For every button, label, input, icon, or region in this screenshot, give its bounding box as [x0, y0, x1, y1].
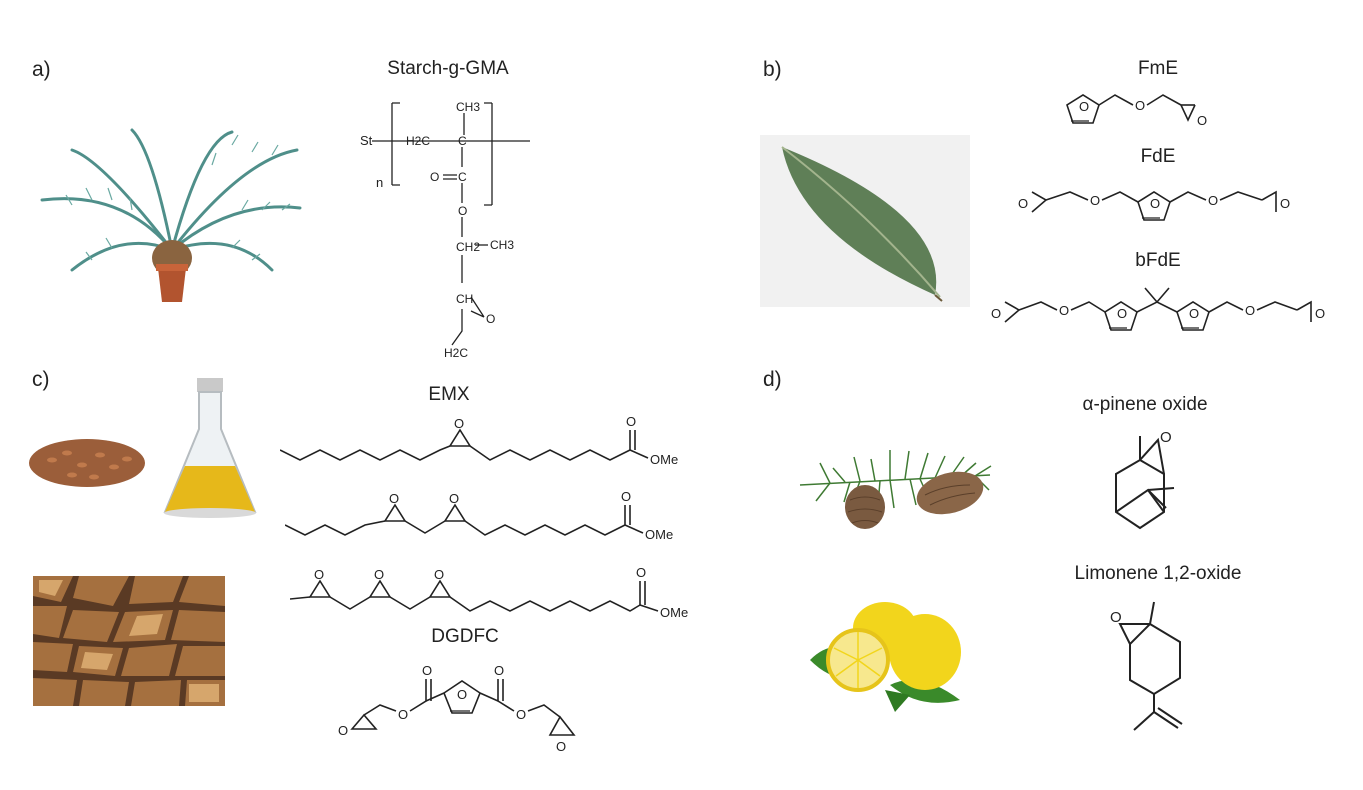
- atom-o-emx3-b: O: [374, 567, 384, 582]
- atom-ome-emx2: OMe: [645, 527, 673, 542]
- atom-o-emx3-a: O: [314, 567, 324, 582]
- title-starch-g-gma: Starch-g-GMA: [387, 58, 509, 79]
- atom-o-dgdfc-ester2: O: [516, 707, 526, 722]
- atom-o-dgdfc-ester1: O: [398, 707, 408, 722]
- atom-o-emx2-carbonyl: O: [621, 489, 631, 504]
- atom-ome-emx3: OMe: [660, 605, 688, 620]
- atom-o-pinene: O: [1160, 430, 1172, 446]
- atom-o-bfde-epox1: O: [991, 306, 1001, 321]
- atom-o-emx1: O: [454, 416, 464, 431]
- title-fde: FdE: [1140, 146, 1176, 167]
- oil-flask-image: [163, 378, 257, 518]
- title-fme: FmE: [1137, 58, 1179, 79]
- dgdfc-structure: O O O O O O O: [338, 663, 576, 754]
- atom-o-dgdfc-carbonyl2: O: [494, 663, 504, 678]
- panel-label-c: c): [32, 368, 50, 391]
- starch-g-gma-structure: St n CH3 H2C C O C O CH2 CH3 CH O H2C: [360, 100, 530, 360]
- atom-o-bfde-ring2: O: [1189, 306, 1199, 321]
- lemon-image: [810, 602, 961, 712]
- title-dgdfc: DGDFC: [431, 626, 499, 647]
- atom-o-bfde-ether2: O: [1245, 303, 1255, 318]
- atom-o-limonene: O: [1110, 609, 1122, 626]
- sago-palm-image: [40, 128, 302, 302]
- panel-label-b: b): [763, 58, 782, 81]
- atom-o-fde-ring: O: [1150, 196, 1160, 211]
- atom-o-emx1-carbonyl: O: [626, 414, 636, 429]
- atom-n: n: [376, 175, 383, 190]
- title-alpha-pinene-oxide: α-pinene oxide: [1082, 394, 1208, 415]
- title-limonene-oxide: Limonene 1,2-oxide: [1074, 563, 1242, 584]
- atom-o-bfde-ring1: O: [1117, 306, 1127, 321]
- atom-ch2: CH2: [456, 240, 480, 254]
- atom-o-emx2-b: O: [449, 491, 459, 506]
- panel-label-a: a): [32, 58, 51, 81]
- atom-h2c: H2C: [406, 134, 430, 148]
- atom-o-fde-epox1: O: [1018, 196, 1028, 211]
- atom-o-fde-ether1: O: [1090, 193, 1100, 208]
- atom-o-fde-epox2: O: [1280, 196, 1290, 211]
- atom-o-fme-ring: O: [1079, 99, 1089, 114]
- emx-chain-3-structure: O O O O OMe: [290, 565, 688, 620]
- limonene-oxide-structure: O: [1110, 601, 1183, 731]
- bay-leaf-image: [760, 135, 970, 307]
- atom-o-dgdfc-ring: O: [457, 687, 467, 702]
- bfde-structure: O O O O O O: [991, 287, 1325, 331]
- title-bfde: bFdE: [1135, 250, 1181, 271]
- atom-o-fme-ether: O: [1135, 98, 1145, 113]
- emx-chain-1-structure: O O OMe: [280, 414, 678, 467]
- atom-o-ester: O: [458, 204, 467, 218]
- title-emx: EMX: [428, 384, 470, 405]
- alpha-pinene-oxide-structure: O: [1115, 430, 1175, 530]
- atom-o-bfde-ether1: O: [1059, 303, 1069, 318]
- atom-o-emx3-carbonyl: O: [636, 565, 646, 580]
- atom-ome-emx1: OMe: [650, 452, 678, 467]
- atom-ch: CH: [456, 292, 473, 306]
- firewood-image: [33, 576, 225, 706]
- atom-o-emx2-a: O: [389, 491, 399, 506]
- atom-ch3-side: CH3: [490, 238, 514, 252]
- atom-o-dgdfc-carbonyl1: O: [422, 663, 432, 678]
- fme-structure: O O O: [1066, 94, 1207, 128]
- atom-ch3-top: CH3: [456, 100, 480, 114]
- atom-st: St: [360, 133, 373, 148]
- atom-o-dgdfc-epox2: O: [556, 739, 566, 754]
- atom-o-dgdfc-epox1: O: [338, 723, 348, 738]
- atom-o-epoxide: O: [486, 312, 495, 326]
- pine-cone-image: [799, 450, 992, 529]
- emx-chain-2-structure: O O O OMe: [285, 489, 673, 542]
- panel-label-d: d): [763, 368, 782, 391]
- atom-o-fme-epox: O: [1197, 113, 1207, 128]
- atom-o-carbonyl: O: [430, 170, 439, 184]
- atom-c-main: C: [458, 134, 467, 148]
- fde-structure: O O O O O: [1018, 190, 1290, 221]
- atom-h2c-bottom: H2C: [444, 346, 468, 360]
- atom-o-fde-ether2: O: [1208, 193, 1218, 208]
- atom-c-carbonyl: C: [458, 170, 467, 184]
- atom-o-emx3-c: O: [434, 567, 444, 582]
- flax-seeds-image: [29, 439, 145, 487]
- atom-o-bfde-epox2: O: [1315, 306, 1325, 321]
